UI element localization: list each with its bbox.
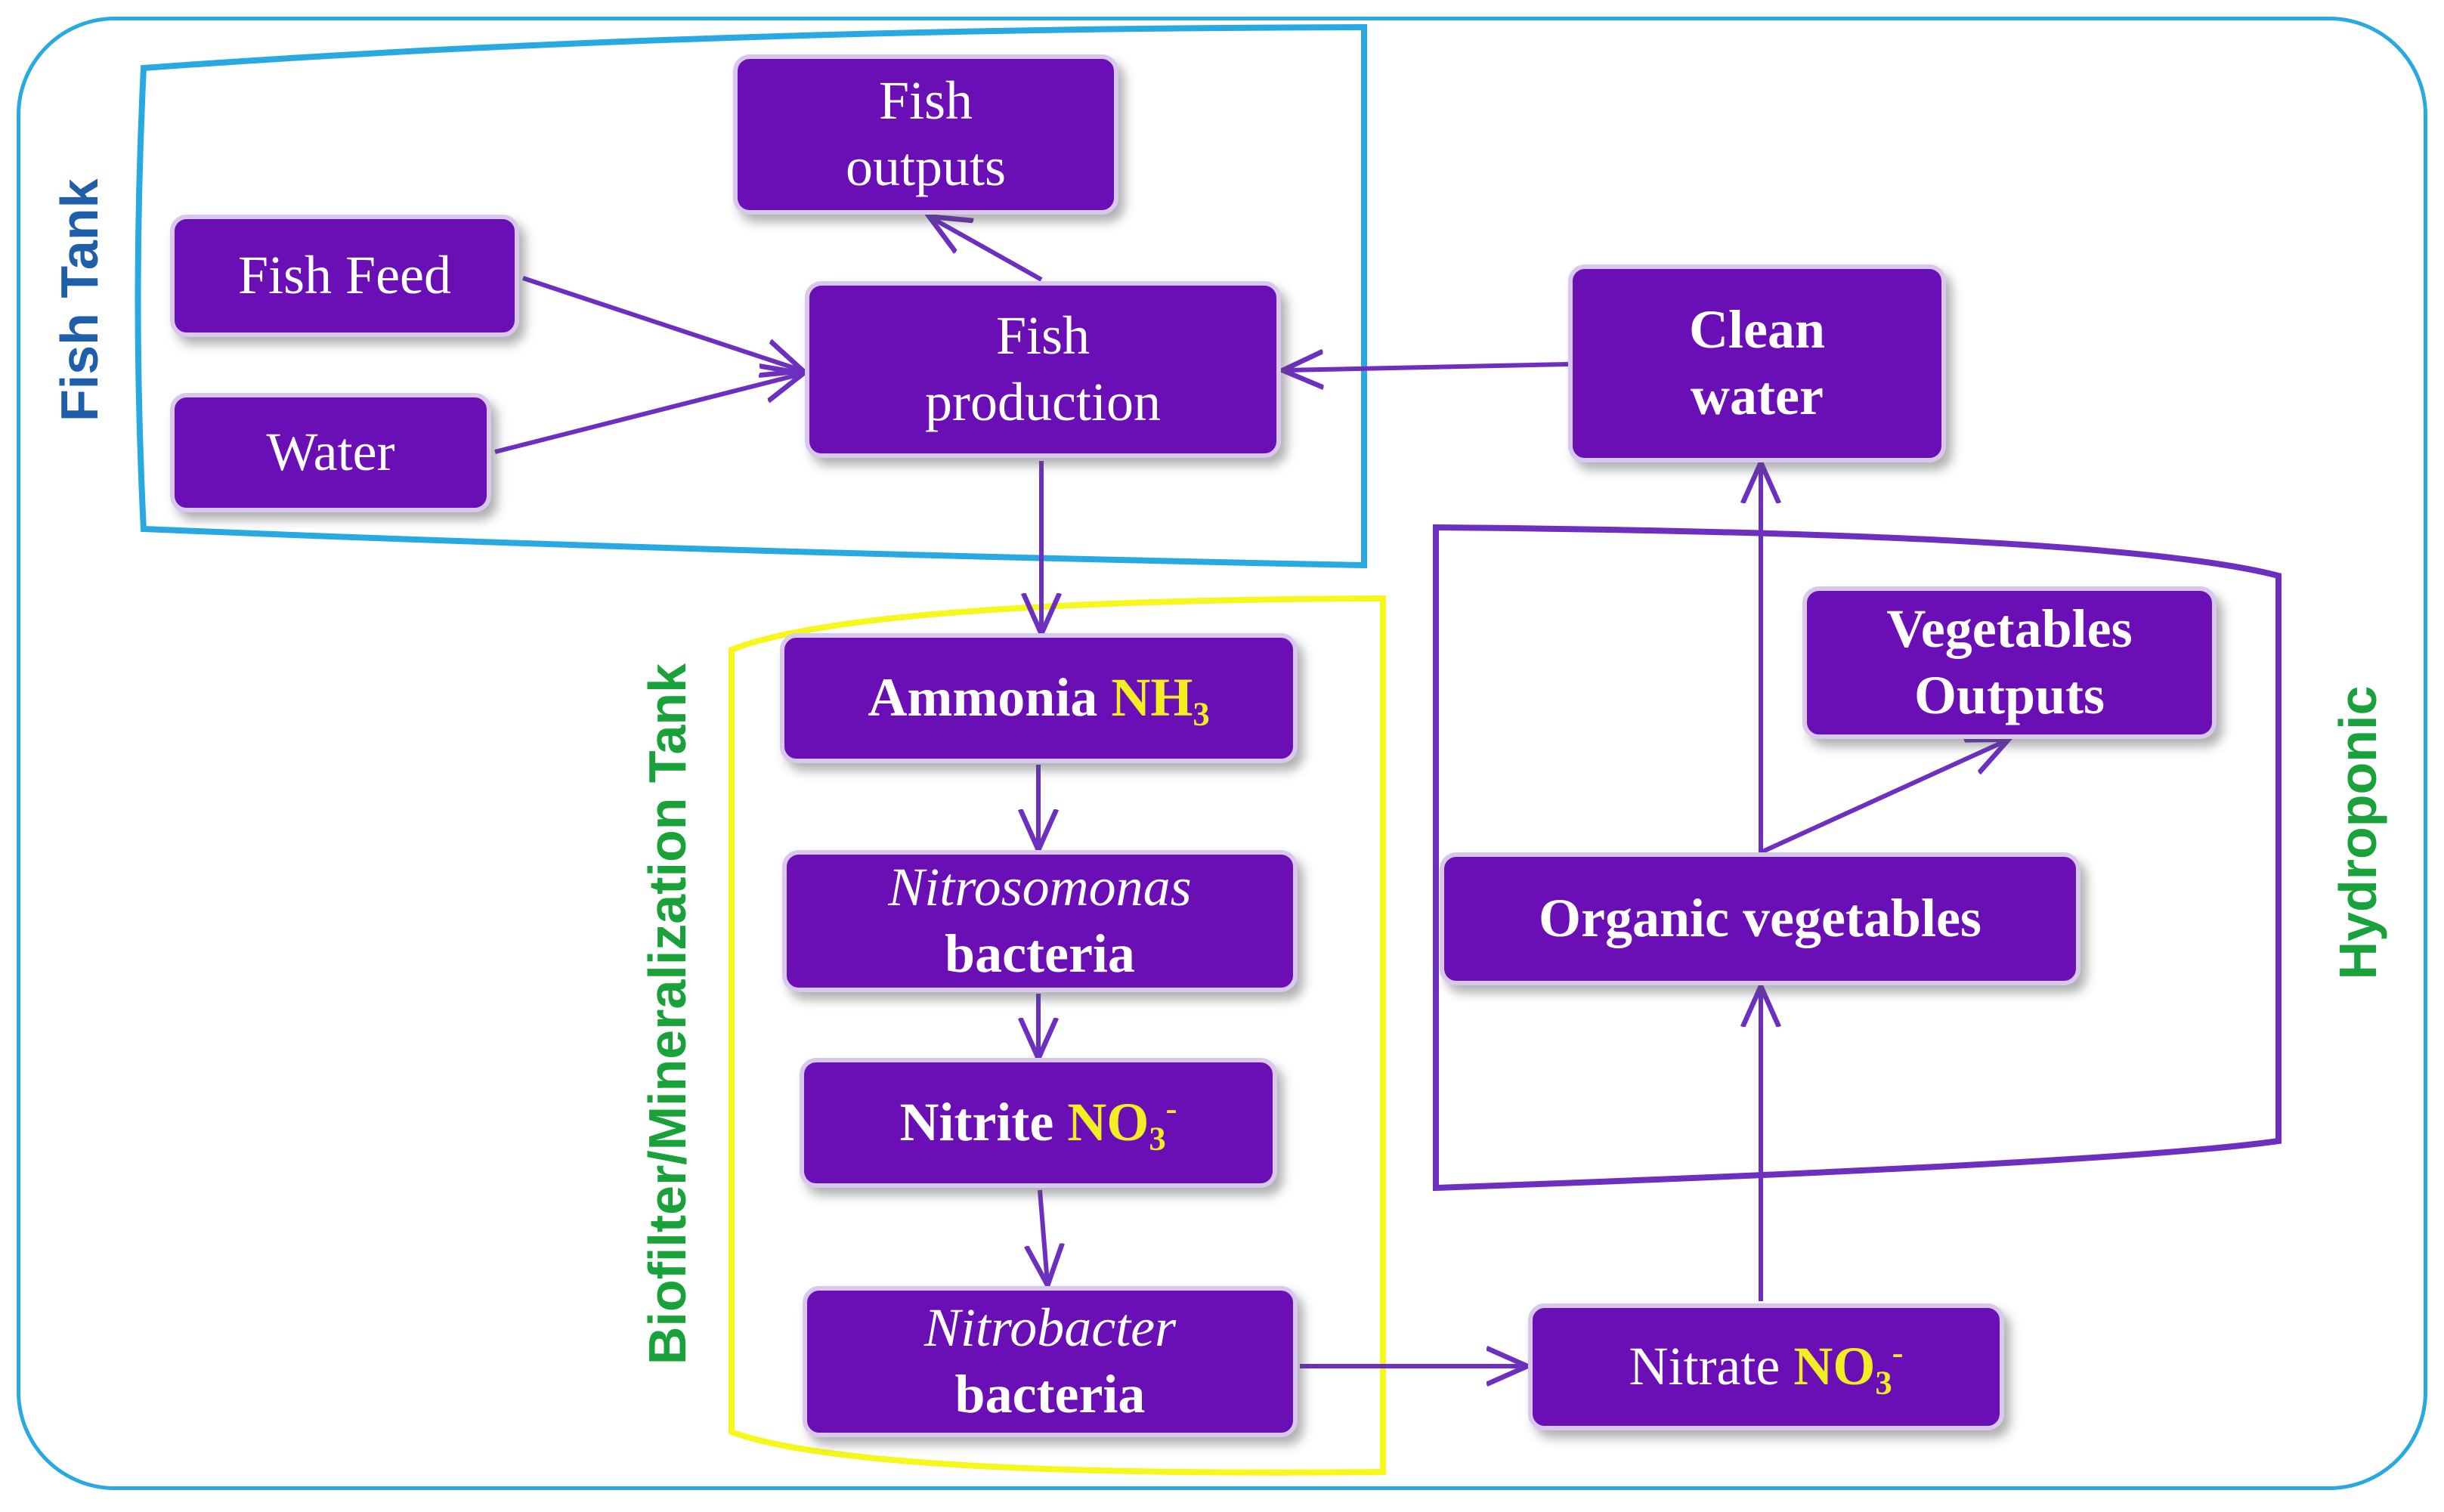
fish-production-line2: production	[925, 372, 1161, 432]
nitrosomonas-line1: Nitrosomonas	[888, 857, 1192, 918]
nitrate-formula: NO3-	[1793, 1333, 1904, 1399]
arrow-nitrite-to-nitrobacter	[1040, 1189, 1047, 1283]
nitrate-box: Nitrate NO3-	[1528, 1303, 2004, 1430]
biofilter-outline	[729, 595, 1386, 1476]
arrow-fish-feed-to-fish-production	[522, 276, 801, 370]
clean-water-line2: water	[1691, 366, 1824, 426]
nitrobacter-line2: bacteria	[954, 1364, 1146, 1424]
arrow-clean-water-to-fish-production	[1285, 364, 1569, 370]
organic-vegetables-label: Organic vegetables	[1539, 888, 1981, 949]
vegetables-outputs-line2: Outputs	[1913, 665, 2105, 725]
nitrate-formula-superscript: -	[1892, 1333, 1904, 1371]
nitrite-formula: NO3-	[1067, 1089, 1177, 1155]
fish-outputs-line2: outputs	[845, 137, 1007, 197]
nitrate-formula-subscript: 3	[1875, 1363, 1892, 1402]
nitrate-formula-base: NO	[1793, 1336, 1876, 1397]
nitrite-box: Nitrite NO3-	[800, 1058, 1277, 1188]
arrow-organic-vegetables-to-vegetables-outputs	[1759, 741, 2006, 855]
fish-feed-box: Fish Feed	[170, 215, 519, 337]
ammonia-label: Ammonia	[868, 667, 1098, 728]
ammonia-box: Ammonia NH3	[780, 633, 1298, 763]
fish-tank-outline	[135, 23, 1367, 569]
organic-vegetables-box: Organic vegetables	[1440, 852, 2080, 985]
nitrite-formula-base: NO	[1067, 1092, 1149, 1153]
nitrosomonas-line2: bacteria	[945, 923, 1135, 984]
fish-outputs-line1: Fish	[878, 70, 973, 131]
nitrobacter-box: Nitrobacter bacteria	[803, 1286, 1298, 1437]
vegetables-outputs-box: Vegetables Outputs	[1802, 586, 2217, 739]
ammonia-formula: NH3	[1111, 667, 1209, 731]
ammonia-formula-base: NH	[1111, 667, 1193, 728]
hydroponic-label: Hydroponic	[2328, 685, 2387, 980]
clean-water-line1: Clean	[1689, 299, 1825, 360]
fish-production-line1: Fish	[995, 305, 1091, 366]
outer-frame	[17, 17, 2427, 1490]
fish-outputs-box: Fish outputs	[733, 54, 1118, 215]
nitrite-formula-superscript: -	[1165, 1089, 1177, 1127]
arrow-group	[494, 218, 2006, 1366]
biofilter-label: Biofilter/Mineralization Tank	[638, 663, 697, 1365]
nitrosomonas-box: Nitrosomonas bacteria	[782, 850, 1298, 992]
nitrobacter-line1: Nitrobacter	[923, 1297, 1177, 1359]
fish-production-box: Fish production	[805, 281, 1281, 458]
fish-tank-label: Fish Tank	[50, 178, 109, 422]
water-label: Water	[266, 422, 395, 483]
fish-feed-label: Fish Feed	[237, 245, 452, 306]
ammonia-formula-subscript: 3	[1193, 694, 1210, 733]
nitrite-formula-subscript: 3	[1149, 1119, 1166, 1158]
hydroponic-outline	[1433, 524, 2282, 1192]
clean-water-box: Clean water	[1568, 264, 1946, 462]
nitrate-label: Nitrate	[1629, 1336, 1780, 1397]
nitrite-label: Nitrite	[899, 1092, 1054, 1153]
water-box: Water	[170, 393, 491, 512]
arrow-water-to-fish-production	[494, 374, 801, 454]
vegetables-outputs-line1: Vegetables	[1886, 598, 2133, 660]
arrow-fish-production-to-fish-outputs	[931, 218, 1043, 282]
